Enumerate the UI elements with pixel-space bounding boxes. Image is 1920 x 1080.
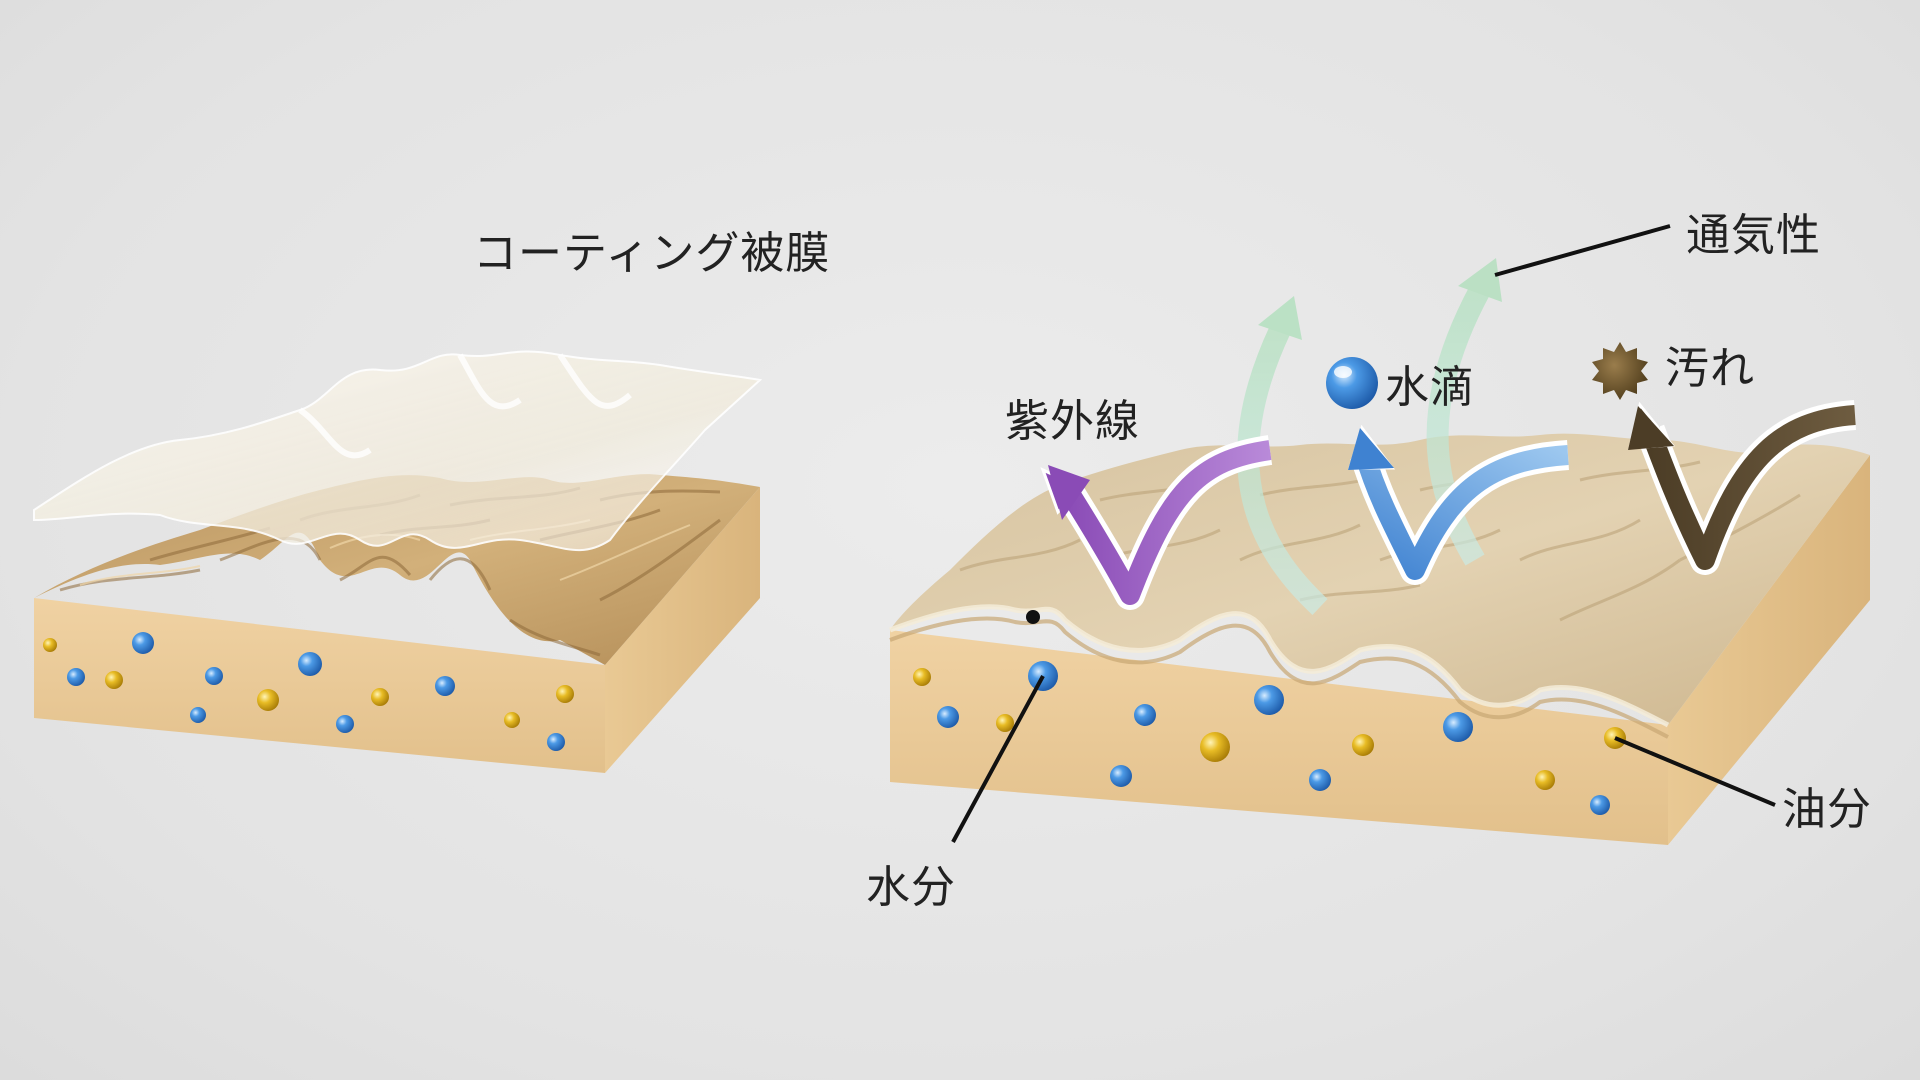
leader-lines <box>951 224 1776 843</box>
right-skin-block <box>889 433 1870 845</box>
right-block-right <box>1668 455 1870 845</box>
breathability-leader <box>1494 224 1671 277</box>
dirt-arrow <box>1628 400 1857 575</box>
left-skin-block <box>33 350 763 773</box>
left-coating-film <box>33 350 763 552</box>
oil-label: 油分 <box>1782 784 1872 835</box>
air-arrow-1 <box>1237 325 1328 616</box>
left-particles <box>43 632 574 751</box>
breathability-arrows <box>1237 258 1502 616</box>
air-arrow-2 <box>1426 284 1490 566</box>
coating-film-label: コーティング被膜 <box>473 228 831 279</box>
right-block-top <box>890 433 1870 725</box>
oil-leader <box>1614 736 1776 807</box>
right-particles <box>913 661 1626 815</box>
moisture-label: 水分 <box>866 862 956 913</box>
left-block-front <box>34 598 605 773</box>
right-block-front <box>890 630 1668 845</box>
water-arrow <box>1347 424 1570 585</box>
moisture-leader <box>951 675 1045 843</box>
left-block-right <box>605 487 760 773</box>
dirt-label: 汚れ <box>1665 343 1755 394</box>
water-drop-label: 水滴 <box>1385 362 1475 413</box>
spiky-dirt-icon <box>1592 342 1648 400</box>
blue-sphere-icon <box>1326 357 1378 409</box>
uv-arrow <box>1040 435 1273 610</box>
breathability-label: 通気性 <box>1686 210 1821 261</box>
air-arrow-1-head <box>1258 296 1302 340</box>
air-arrow-2-head <box>1458 258 1502 302</box>
uv-label: 紫外線 <box>1005 396 1140 447</box>
